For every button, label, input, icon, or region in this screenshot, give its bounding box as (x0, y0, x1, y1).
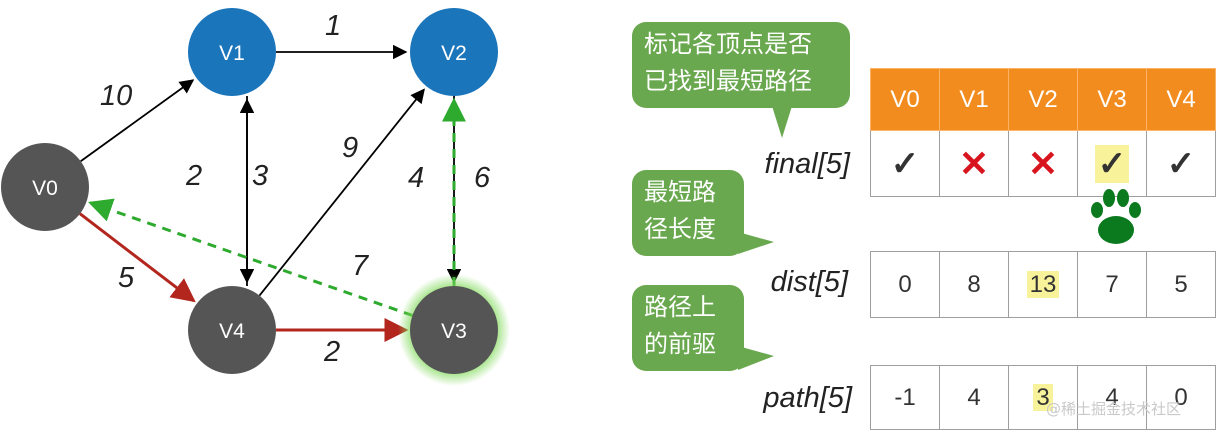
vertex-v0: V0 (1, 143, 89, 231)
paw-print-icon (1091, 189, 1141, 244)
vertex-circle (410, 8, 498, 96)
check-icon: ✓ (1166, 144, 1196, 183)
callout-final-line-2: 已找到最短路径 (644, 67, 812, 95)
vertex-header-row: V0 V1 V2 V3 V4 (870, 68, 1216, 131)
edge-weight-v3-v2: 6 (474, 162, 491, 194)
final-cell-v4: ✓ (1146, 130, 1216, 197)
callout-dist-line-1: 最短路 (644, 178, 716, 206)
path-value: -1 (894, 383, 916, 411)
edge-v0-v1 (80, 79, 195, 162)
vertex-label: V0 (32, 177, 58, 200)
vertex-label: V1 (219, 42, 245, 65)
callout-final-line-1: 标记各顶点是否 (644, 30, 812, 58)
callout-dist: 最短路 径长度 (632, 170, 744, 256)
vertex-v2: V2 (410, 8, 498, 96)
vertex-circle (1, 143, 89, 231)
path-cell-v4: 0 (1146, 365, 1216, 430)
vertex-circle (188, 286, 276, 374)
header-v2: V2 (1008, 68, 1078, 131)
vertex-label: V3 (441, 320, 467, 343)
final-cell-v2: ✕ (1008, 130, 1078, 197)
header-v3: V3 (1077, 68, 1147, 131)
dist-array-label: dist[5] (770, 266, 848, 298)
path-cell-v2: 3 (1008, 365, 1078, 430)
final-cell-v0: ✓ (870, 130, 940, 197)
cross-icon: ✕ (958, 142, 990, 184)
cross-icon: ✕ (1027, 142, 1059, 184)
path-cell-v0: -1 (870, 365, 940, 430)
path-value: 3 (1033, 383, 1053, 411)
dist-cell-v2: 13 (1008, 251, 1078, 318)
edge-weight-v0-v1: 10 (100, 80, 133, 112)
edge-v3-v0 (88, 198, 413, 317)
dist-value: 0 (898, 270, 912, 298)
dist-value: 7 (1105, 270, 1119, 298)
callout-dist-tail (738, 232, 774, 254)
final-table: V0 V1 V2 V3 V4 ✓ ✕ ✕ ✓ ✓ (870, 68, 1216, 197)
callout-path-tail (738, 346, 774, 370)
path-cell-v1: 4 (939, 365, 1009, 430)
callout-dist-line-2: 径长度 (644, 215, 716, 243)
edge-weight-v4-v3: 2 (324, 336, 341, 368)
path-table: -1 4 3 4 0 (870, 365, 1216, 430)
dist-cell-v4: 5 (1146, 251, 1216, 318)
check-icon: ✓ (890, 144, 920, 183)
vertex-circle (188, 8, 276, 96)
dist-value: 8 (967, 270, 981, 298)
vertex-v4: V4 (188, 286, 276, 374)
path-row: -1 4 3 4 0 (870, 365, 1216, 430)
edge-weight-v4-v1: 3 (252, 160, 269, 192)
final-row: ✓ ✕ ✕ ✓ ✓ (870, 130, 1216, 197)
edge-weight-v1-v2: 1 (325, 10, 342, 42)
check-icon: ✓ (1094, 144, 1130, 183)
vertex-v3: V3 (398, 274, 510, 386)
dist-row: 0 8 13 7 5 (870, 251, 1216, 318)
vertex-label: V2 (441, 42, 467, 65)
vertex-label: V4 (219, 320, 245, 343)
final-cell-v1: ✕ (939, 130, 1009, 197)
watermark: @稀土掘金技术社区 (1046, 400, 1182, 418)
dist-cell-v3: 7 (1077, 251, 1147, 318)
edge-weight-v4-v2: 9 (342, 132, 359, 164)
edge-v4-v2 (258, 88, 425, 297)
edge-weight-v0-v4: 5 (118, 262, 135, 294)
path-array-label: path[5] (763, 382, 852, 414)
edge-weight-v2-v3: 4 (408, 162, 425, 194)
callout-path: 路径上 的前驱 (632, 285, 744, 371)
dist-value: 5 (1174, 270, 1188, 298)
dist-cell-v0: 0 (870, 251, 940, 318)
path-value: 0 (1174, 383, 1188, 411)
callout-path-line-2: 的前驱 (644, 330, 716, 358)
header-v0: V0 (870, 68, 940, 131)
edge-weight-v3-v0: 7 (352, 250, 369, 282)
edge-weight-v1-v4: 2 (186, 160, 203, 192)
vertex-v1: V1 (188, 8, 276, 96)
vertex-circle (410, 286, 498, 374)
path-value: 4 (967, 383, 981, 411)
final-cell-v3: ✓ (1077, 130, 1147, 197)
callout-final-tail (772, 106, 792, 138)
edge-v0-v4 (79, 212, 196, 303)
final-array-label: final[5] (764, 148, 850, 180)
callout-path-line-1: 路径上 (644, 293, 716, 321)
header-v1: V1 (939, 68, 1009, 131)
dist-cell-v1: 8 (939, 251, 1009, 318)
header-v4: V4 (1146, 68, 1216, 131)
dist-table: 0 8 13 7 5 (870, 251, 1216, 318)
callout-final: 标记各顶点是否 已找到最短路径 (632, 22, 850, 108)
path-value: 4 (1105, 383, 1119, 411)
dist-value: 13 (1026, 270, 1060, 298)
